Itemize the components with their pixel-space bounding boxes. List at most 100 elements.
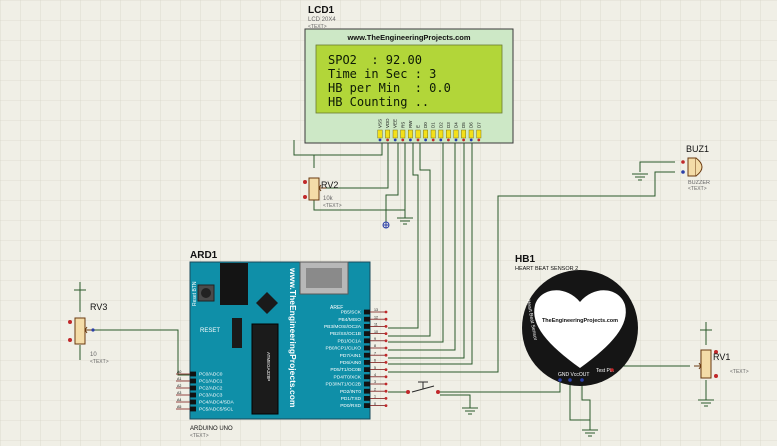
lcd-pin[interactable] bbox=[438, 129, 444, 139]
lcd-pin[interactable] bbox=[415, 129, 421, 139]
digital-pin[interactable] bbox=[364, 338, 370, 344]
lcd-pin[interactable] bbox=[385, 129, 390, 139]
digital-pin[interactable] bbox=[364, 360, 370, 365]
rv2-potentiometer[interactable]: RV2 10k <TEXT> bbox=[303, 177, 390, 229]
digital-pin[interactable] bbox=[364, 381, 370, 387]
lcd-pin-label: RW bbox=[408, 120, 413, 128]
rv1-potentiometer[interactable]: RV1 <TEXT> bbox=[694, 349, 749, 379]
digital-pin-label: PD7/AIN1 bbox=[340, 353, 362, 359]
buzzer-ref: BUZ1 bbox=[686, 144, 709, 154]
digital-pin-dot bbox=[384, 346, 388, 350]
analog-pin[interactable] bbox=[190, 406, 196, 412]
lcd-pin-label: E bbox=[416, 125, 421, 128]
lcd-pin-label: VSS bbox=[378, 119, 383, 128]
rv1-pin-dot bbox=[714, 374, 718, 378]
analog-pin-number: A2 bbox=[177, 384, 181, 388]
rv2-pin-dot bbox=[303, 195, 307, 199]
digital-pin[interactable] bbox=[364, 331, 370, 336]
crystal bbox=[232, 318, 242, 348]
lcd-pin[interactable] bbox=[423, 129, 428, 139]
digital-pin[interactable] bbox=[364, 324, 370, 329]
lcd-pin[interactable] bbox=[377, 129, 383, 139]
lcd-pin[interactable] bbox=[400, 129, 406, 139]
digital-pin-label: PD0/RXD bbox=[340, 403, 361, 409]
analog-pin-label: PC4/ADC4/SDA bbox=[199, 400, 234, 406]
push-button-component[interactable] bbox=[406, 381, 440, 394]
digital-pin[interactable] bbox=[364, 388, 370, 394]
rv3-text-tag: <TEXT> bbox=[90, 359, 109, 365]
lcd-pin-label: VEE bbox=[393, 119, 398, 128]
hb-pin-dot bbox=[568, 378, 572, 382]
digital-pin[interactable] bbox=[364, 345, 370, 351]
arduino-digital-pin-header: PB5/SCK13PB4/MISO12PB3/MOSI/OC2A11PB2/SS… bbox=[324, 308, 388, 409]
digital-pin[interactable] bbox=[364, 316, 370, 322]
lcd-pin-dot bbox=[424, 138, 427, 142]
digital-pin-number: 8 bbox=[374, 344, 376, 348]
lcd-pin-dot bbox=[477, 138, 481, 142]
digital-pin-dot bbox=[384, 317, 388, 321]
analog-pin[interactable] bbox=[190, 392, 196, 398]
digital-pin[interactable] bbox=[364, 403, 370, 408]
digital-pin-dot bbox=[384, 310, 388, 314]
digital-pin[interactable] bbox=[364, 374, 370, 380]
rv1-body bbox=[700, 349, 712, 379]
hb-model: HEART BEAT SENSOR 2 bbox=[515, 266, 578, 272]
usb-connector bbox=[306, 268, 342, 288]
reset-button-cap bbox=[201, 288, 211, 298]
analog-pin-label: PC0/ADC0 bbox=[199, 372, 223, 378]
lcd-pin-dot bbox=[393, 138, 397, 142]
atmega-chip-label: ATMEGA328P bbox=[266, 352, 271, 381]
digital-pin-dot bbox=[384, 382, 388, 386]
rv2-ref: RV2 bbox=[321, 180, 338, 190]
analog-pin[interactable] bbox=[190, 399, 196, 405]
rv3-value: 10 bbox=[90, 352, 97, 358]
lcd-pin[interactable] bbox=[468, 129, 474, 139]
digital-pin[interactable] bbox=[364, 352, 370, 358]
digital-pin-label: PD6/AIN0 bbox=[340, 360, 362, 366]
digital-pin-number: 12 bbox=[374, 315, 378, 319]
digital-pin-number: 7 bbox=[374, 351, 376, 355]
lcd-pin[interactable] bbox=[392, 129, 398, 139]
digital-pin-dot bbox=[384, 332, 388, 335]
lcd-pin[interactable] bbox=[430, 129, 436, 139]
rv3-pin-dot bbox=[91, 328, 95, 332]
analog-pin-label: PC3/ADC3 bbox=[199, 393, 223, 399]
buzzer-pin-dot bbox=[681, 160, 685, 164]
digital-pin-dot bbox=[384, 404, 388, 407]
hb-heart-text: TheEngineeringProjects.com bbox=[542, 318, 618, 324]
lcd-pin[interactable] bbox=[461, 129, 466, 139]
aref-label: AREF bbox=[330, 305, 343, 311]
lcd-pin[interactable] bbox=[408, 129, 413, 139]
digital-pin-number: 4 bbox=[374, 373, 376, 377]
digital-pin-label: PD3/INT1/OC2B bbox=[326, 382, 361, 388]
atmega-chip[interactable] bbox=[251, 323, 279, 415]
digital-pin[interactable] bbox=[364, 396, 370, 401]
buzzer-icon bbox=[695, 157, 703, 177]
analog-pin[interactable] bbox=[190, 385, 196, 391]
analog-pin[interactable] bbox=[190, 378, 196, 384]
digital-pin-dot bbox=[384, 389, 388, 393]
rv2-body bbox=[308, 177, 320, 201]
buzzer-component[interactable]: BUZ1 BUZZER <TEXT> bbox=[681, 144, 710, 192]
digital-pin[interactable] bbox=[364, 367, 370, 372]
arduino-board-text: www.TheEngineeringProjects.com bbox=[288, 267, 298, 408]
arduino-model: ARDUINO UNO bbox=[190, 426, 233, 432]
analog-pin-label: PC1/ADC1 bbox=[199, 379, 223, 385]
digital-pin[interactable] bbox=[364, 309, 370, 315]
lcd-pin-dot bbox=[416, 138, 420, 142]
hb-bottom-label: GND VccOUT bbox=[558, 372, 589, 378]
digital-pin-number: 3 bbox=[374, 380, 376, 384]
lcd-pin-label: D5 bbox=[461, 122, 466, 128]
arduino-text-tag: <TEXT> bbox=[190, 433, 209, 439]
analog-pin[interactable] bbox=[190, 371, 196, 377]
lcd-pin[interactable] bbox=[446, 129, 451, 139]
buzzer-pin-dot bbox=[681, 170, 685, 174]
digital-pin-label: PB5/SCK bbox=[341, 310, 362, 316]
digital-pin-label: PD1/TXD bbox=[341, 396, 362, 402]
lcd-screen bbox=[315, 44, 503, 114]
lcd-pin[interactable] bbox=[453, 129, 459, 139]
digital-pin-number: 5 bbox=[374, 366, 376, 370]
lcd-pin[interactable] bbox=[476, 129, 482, 139]
rv3-potentiometer[interactable]: RV3 10 <TEXT> bbox=[68, 302, 109, 365]
lcd-pin-dot bbox=[454, 138, 458, 142]
